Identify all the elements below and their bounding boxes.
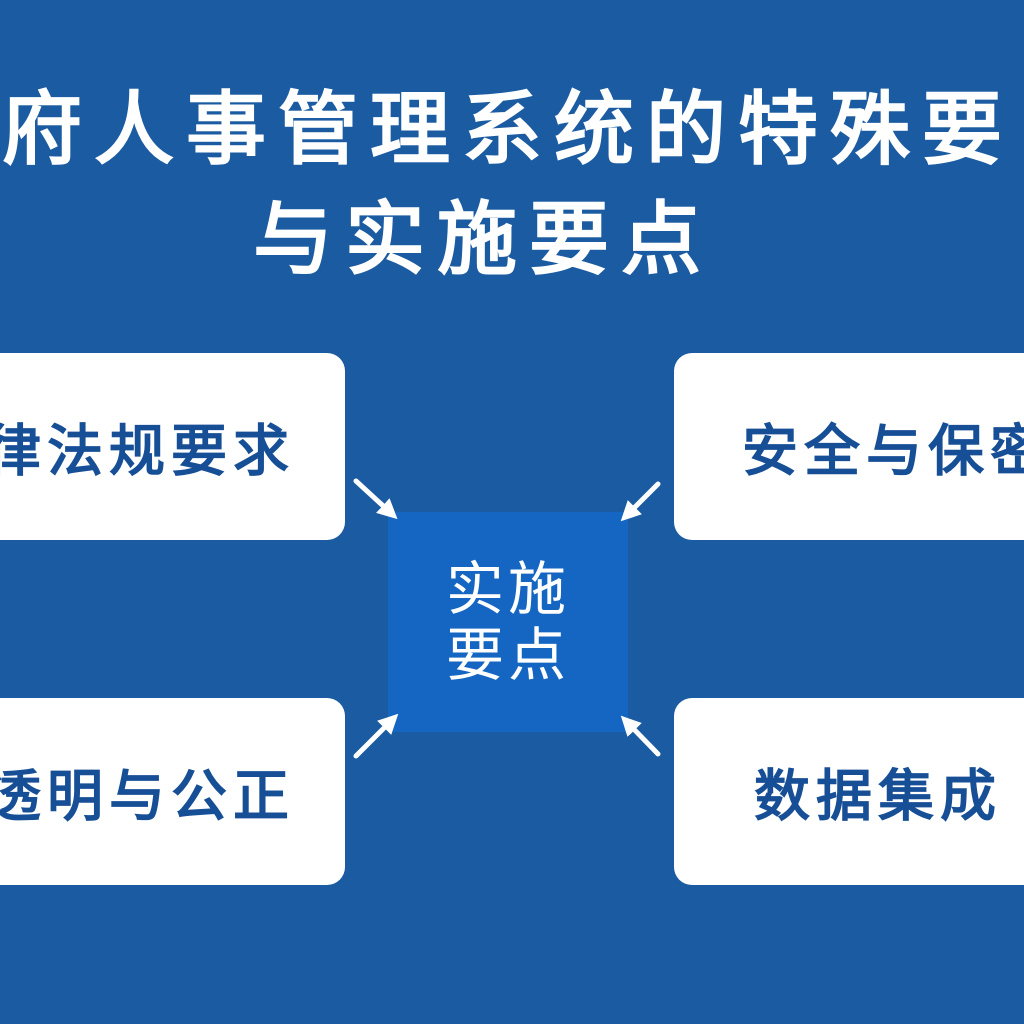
- card-label: 律法规要求: [0, 419, 295, 484]
- card-label: 数据集成: [754, 764, 1002, 829]
- center-box-implementation-points: 实施 要点: [388, 512, 628, 732]
- arrow-top-right-icon: [620, 481, 661, 522]
- center-line-2: 要点: [445, 621, 570, 689]
- card-data-integration: 数据集成: [674, 698, 1024, 885]
- arrow-bottom-right-icon: [620, 715, 661, 757]
- center-line-1: 实施: [445, 555, 570, 623]
- card-security-confidentiality: 安全与保密: [674, 353, 1024, 540]
- title-line-1: 府人事管理系统的特殊要: [2, 83, 1014, 176]
- arrow-top-left-icon: [353, 478, 398, 520]
- card-transparency-fairness: 透明与公正: [0, 698, 345, 885]
- arrow-bottom-left-icon: [353, 713, 399, 759]
- card-laws-regulations: 律法规要求: [0, 353, 345, 540]
- title-line-2: 与实施要点: [253, 193, 713, 286]
- card-label: 透明与公正: [0, 764, 295, 829]
- card-label: 安全与保密: [742, 419, 1024, 484]
